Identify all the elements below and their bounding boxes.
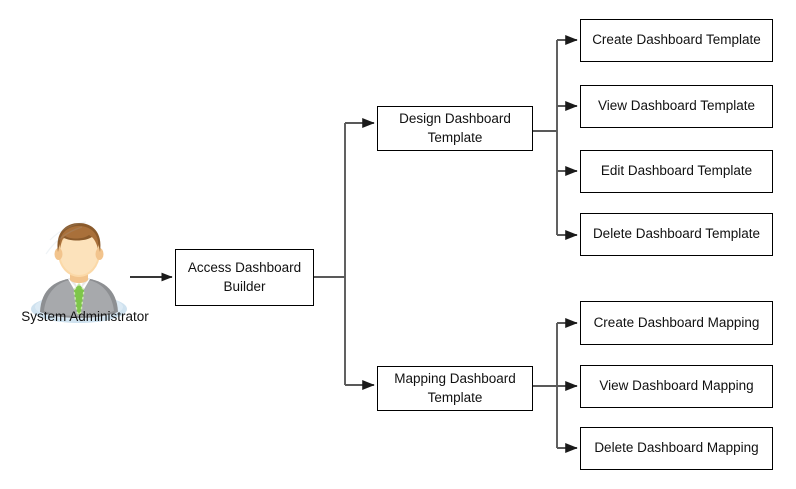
node-design-dashboard-template[interactable]: Design Dashboard Template (377, 106, 533, 151)
node-view-dashboard-mapping[interactable]: View Dashboard Mapping (580, 365, 773, 408)
actor-label: System Administrator (21, 309, 149, 324)
node-delete-dashboard-mapping[interactable]: Delete Dashboard Mapping (580, 427, 773, 470)
node-delete-dashboard-template[interactable]: Delete Dashboard Template (580, 213, 773, 256)
actor-system-administrator (10, 212, 160, 332)
node-create-dashboard-mapping[interactable]: Create Dashboard Mapping (580, 301, 773, 345)
system-administrator-avatar-icon (31, 221, 127, 323)
node-mapping-dashboard-template[interactable]: Mapping Dashboard Template (377, 366, 533, 411)
node-edit-dashboard-template[interactable]: Edit Dashboard Template (580, 150, 773, 193)
node-access-dashboard-builder[interactable]: Access Dashboard Builder (175, 249, 314, 306)
node-view-dashboard-template[interactable]: View Dashboard Template (580, 85, 773, 128)
node-create-dashboard-template[interactable]: Create Dashboard Template (580, 19, 773, 62)
